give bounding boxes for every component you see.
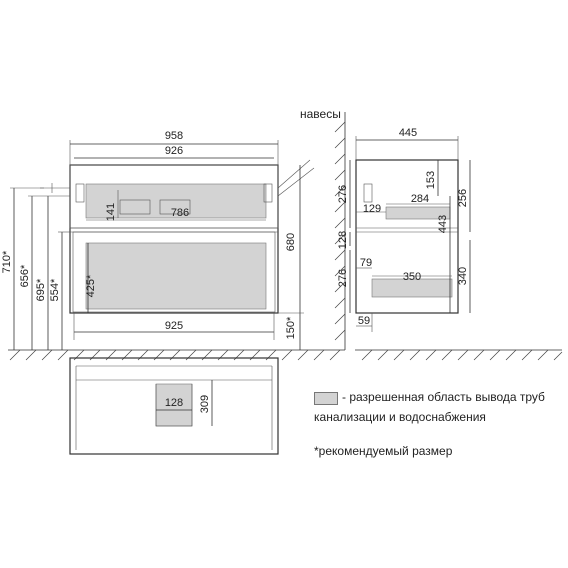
dim-59: 59 — [358, 315, 370, 327]
pipe-zone-upper — [85, 183, 267, 219]
legend-line2: канализации и водоснабжения — [314, 410, 486, 424]
dim-958: 958 — [165, 130, 183, 142]
dim-129: 129 — [363, 203, 381, 215]
legend-swatch — [314, 392, 338, 405]
dim-128-side: 128 — [337, 231, 349, 249]
dim-350: 350 — [403, 271, 421, 283]
front-dimensions — [10, 140, 304, 350]
dim-340: 340 — [457, 267, 469, 285]
pipe-zone-lower — [85, 242, 267, 310]
dim-276-lower: 276 — [337, 269, 349, 287]
dim-309: 309 — [199, 395, 211, 413]
legend-line1: - разрешенная область вывода труб — [342, 390, 545, 404]
dim-150: 150* — [285, 316, 297, 339]
dim-695: 695* — [35, 278, 47, 301]
dim-276-upper: 276 — [337, 185, 349, 203]
dim-141: 141 — [105, 203, 117, 221]
plan-view — [69, 357, 279, 455]
dim-256: 256 — [457, 189, 469, 207]
dim-926: 926 — [165, 145, 183, 157]
dim-128-plan: 128 — [165, 397, 183, 409]
dim-153: 153 — [425, 171, 437, 189]
dim-710: 710* — [1, 250, 13, 273]
dim-79: 79 — [360, 257, 372, 269]
side-zone-lower — [371, 278, 453, 298]
dim-284: 284 — [411, 193, 429, 205]
dim-425: 425* — [85, 274, 97, 297]
hinges-label: навесы — [300, 107, 341, 121]
dim-445: 445 — [399, 127, 417, 139]
dim-443: 443 — [437, 215, 449, 233]
dim-786: 786 — [171, 207, 189, 219]
dim-680: 680 — [285, 233, 297, 251]
legend: - разрешенная область вывода труб канали… — [314, 390, 564, 424]
recommended-note: *рекомендуемый размер — [314, 444, 453, 458]
dim-554: 554* — [49, 278, 61, 301]
side-view — [349, 136, 471, 332]
dim-925: 925 — [165, 320, 183, 332]
wall-line — [334, 112, 346, 350]
dim-656: 656* — [19, 264, 31, 287]
front-view — [40, 159, 315, 314]
